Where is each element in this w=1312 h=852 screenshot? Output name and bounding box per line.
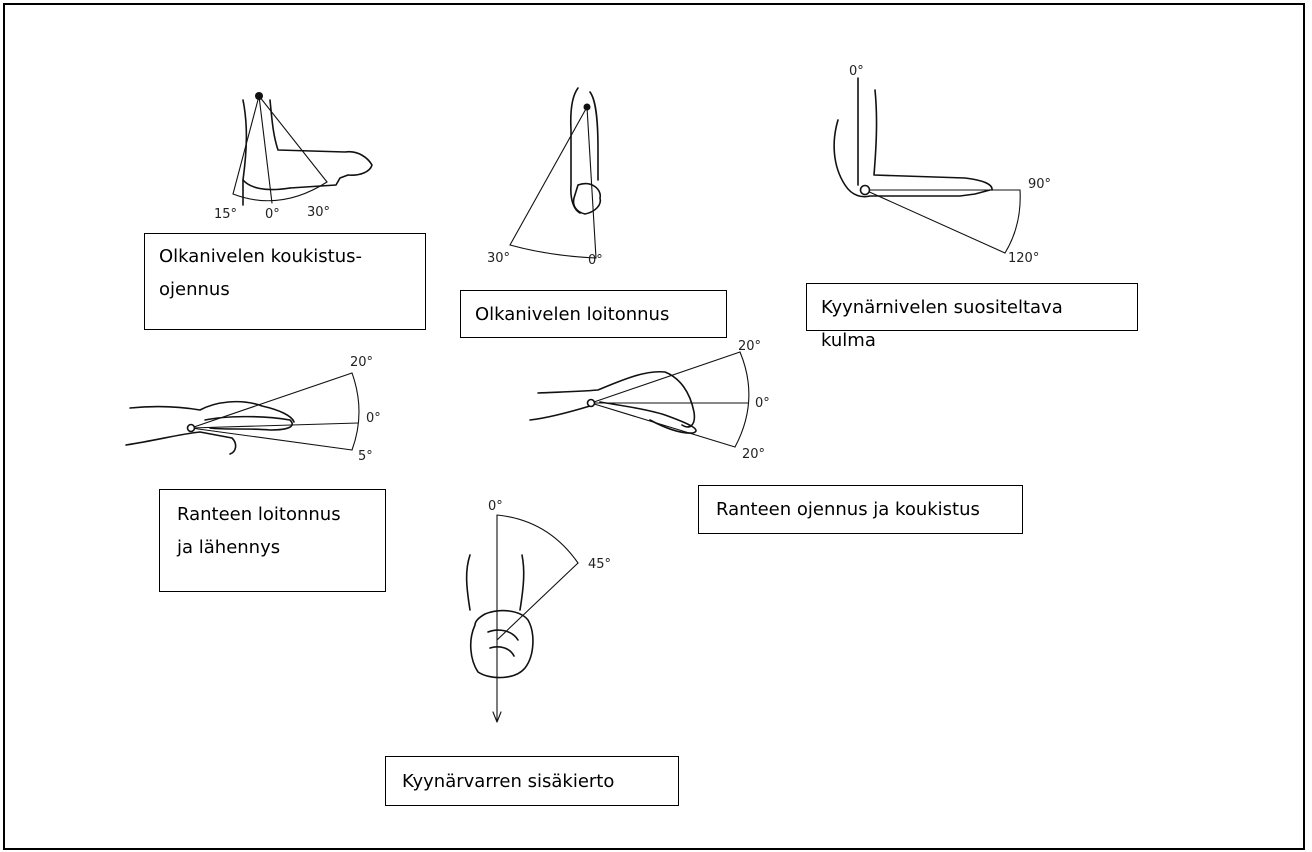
forearm-rotation-sketch: 0° 45° — [467, 499, 611, 722]
angle-label: 0° — [366, 411, 381, 426]
angle-label: 0° — [755, 396, 770, 411]
caption-wrist-abduction: Ranteen loitonnus ja lähennys — [159, 489, 386, 592]
wrist-extension-sketch: 20° 0° 20° — [530, 339, 770, 462]
caption-shoulder-abduction: Olkanivelen loitonnus — [460, 290, 727, 338]
angle-label: 45° — [588, 557, 611, 572]
caption-line: Kyynärnivelen suositeltava kulma — [821, 291, 1123, 358]
angle-label: 0° — [588, 253, 603, 268]
angle-label: 30° — [487, 251, 510, 266]
angle-label: 5° — [358, 449, 373, 464]
angle-label: 15° — [214, 207, 237, 222]
angle-label: 0° — [849, 64, 864, 79]
angle-label: 20° — [742, 447, 765, 462]
angle-label: 0° — [488, 499, 503, 514]
angle-label: 120° — [1008, 251, 1039, 266]
caption-line: ojennus — [159, 273, 411, 306]
caption-elbow-angle: Kyynärnivelen suositeltava kulma — [806, 283, 1138, 331]
angle-label: 20° — [738, 339, 761, 354]
angle-label: 90° — [1028, 177, 1051, 192]
shoulder-flexion-sketch: 15° 0° 30° — [214, 92, 372, 222]
wrist-abduction-sketch: 20° 0° 5° — [126, 355, 381, 464]
angle-label: 20° — [350, 355, 373, 370]
elbow-angle-sketch: 0° 90° 120° — [834, 64, 1051, 266]
caption-line: Olkanivelen koukistus- — [159, 240, 411, 273]
shoulder-abduction-sketch: 30° 0° — [487, 88, 603, 268]
caption-line: Olkanivelen loitonnus — [475, 298, 712, 331]
caption-wrist-extension: Ranteen ojennus ja koukistus — [698, 485, 1023, 534]
caption-line: Ranteen loitonnus — [177, 498, 368, 531]
angle-label: 0° — [265, 207, 280, 222]
caption-shoulder-flexion: Olkanivelen koukistus- ojennus — [144, 233, 426, 330]
angle-label: 30° — [307, 205, 330, 220]
caption-line: Ranteen ojennus ja koukistus — [716, 493, 1005, 526]
caption-line: Kyynärvarren sisäkierto — [402, 765, 662, 798]
caption-line: ja lähennys — [177, 531, 368, 564]
caption-forearm-rotation: Kyynärvarren sisäkierto — [385, 756, 679, 806]
